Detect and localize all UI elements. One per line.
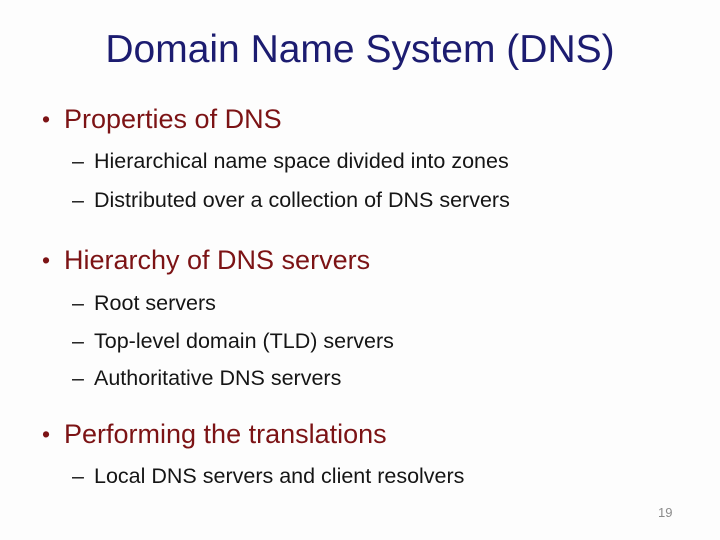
dash-icon: – — [72, 464, 84, 488]
bullet-item-translations: • Performing the translations — [42, 418, 387, 450]
sub-item: –Authoritative DNS servers — [72, 366, 341, 392]
dash-icon: – — [72, 329, 84, 353]
dash-icon: – — [72, 188, 84, 212]
sub-item: –Root servers — [72, 291, 216, 317]
bullet-icon: • — [42, 421, 51, 447]
sub-item-label: Hierarchical name space divided into zon… — [94, 149, 509, 173]
sub-item: –Local DNS servers and client resolvers — [72, 464, 464, 490]
bullet-item-label: Hierarchy of DNS servers — [64, 245, 371, 275]
page-number: 19 — [658, 505, 673, 520]
bullet-icon: • — [42, 106, 51, 132]
bullet-item-properties: • Properties of DNS — [42, 103, 282, 135]
sub-item: –Hierarchical name space divided into zo… — [72, 149, 509, 175]
dash-icon: – — [72, 366, 84, 390]
bullet-item-hierarchy: • Hierarchy of DNS servers — [42, 244, 370, 276]
sub-item-label: Authoritative DNS servers — [94, 366, 342, 390]
bullet-icon: • — [42, 247, 51, 273]
dash-icon: – — [72, 291, 84, 315]
sub-item-label: Distributed over a collection of DNS ser… — [94, 188, 510, 212]
bullet-item-label: Properties of DNS — [64, 104, 282, 134]
sub-item: –Distributed over a collection of DNS se… — [72, 188, 510, 214]
dash-icon: – — [72, 149, 84, 173]
sub-item-label: Local DNS servers and client resolvers — [94, 464, 465, 488]
sub-item: –Top-level domain (TLD) servers — [72, 329, 394, 355]
sub-item-label: Top-level domain (TLD) servers — [94, 329, 394, 353]
sub-item-label: Root servers — [94, 291, 216, 315]
bullet-item-label: Performing the translations — [64, 419, 387, 449]
slide-title: Domain Name System (DNS) — [105, 28, 615, 71]
